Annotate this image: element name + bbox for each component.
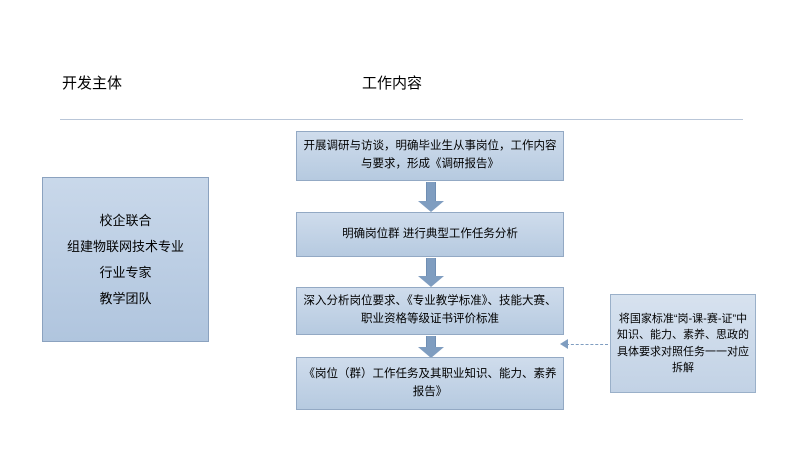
column-header-left: 开发主体 <box>62 75 123 92</box>
arrow-step3-to-step4 <box>418 336 444 358</box>
process-step-2[interactable]: 明确岗位群 进行典型工作任务分析 <box>296 212 564 257</box>
arrow-head <box>418 201 444 212</box>
note-connector-line <box>566 344 608 345</box>
column-header-right: 工作内容 <box>362 75 423 92</box>
note-connector-arrow-icon <box>560 339 568 349</box>
arrow-step2-to-step3 <box>418 258 444 287</box>
arrow-stem <box>426 258 436 276</box>
arrow-stem <box>426 182 436 201</box>
process-step-1[interactable]: 开展调研与访谈，明确毕业生从事岗位，工作内容与要求，形成《调研报告》 <box>296 131 564 181</box>
process-step-4[interactable]: 《岗位（群）工作任务及其职业知识、能力、素养报告》 <box>296 357 564 410</box>
arrow-stem <box>426 336 436 347</box>
arrow-head <box>418 276 444 287</box>
team-line-1: 校企联合 <box>99 212 152 228</box>
team-line-3: 行业专家 <box>99 264 152 280</box>
team-line-2: 组建物联网技术专业 <box>66 238 184 254</box>
development-team-box[interactable]: 校企联合 组建物联网技术专业 行业专家 教学团队 <box>42 177 209 342</box>
standards-note-box[interactable]: 将国家标准“岗-课-赛-证”中知识、能力、素养、思政的具体要求对照任务一一对应拆… <box>610 294 756 393</box>
team-line-4: 教学团队 <box>99 290 152 306</box>
arrow-head <box>418 347 444 358</box>
arrow-step1-to-step2 <box>418 182 444 212</box>
process-step-3[interactable]: 深入分析岗位要求、《专业教学标准》、技能大赛、职业资格等级证书评价标准 <box>296 287 564 335</box>
header-divider <box>60 119 743 120</box>
